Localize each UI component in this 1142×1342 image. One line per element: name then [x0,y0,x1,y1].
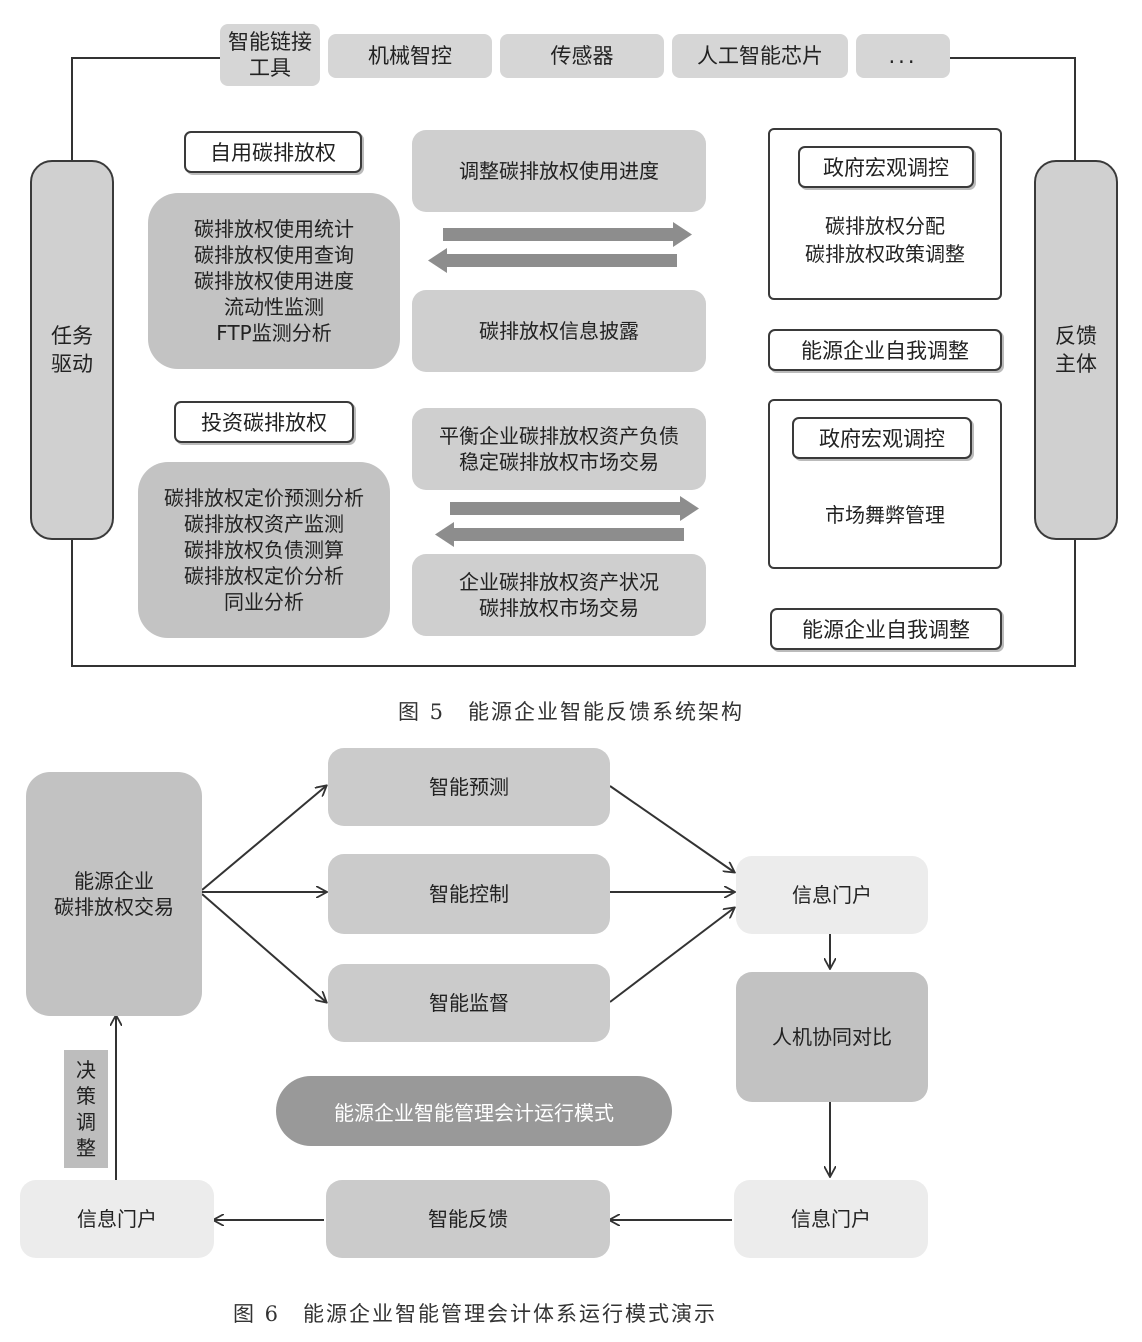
adjust-progress-box: 调整碳排放权使用进度 [412,130,706,212]
info-disclosure-box: 碳排放权信息披露 [412,290,706,372]
gov-macro-panel-2: 政府宏观调控 市场舞弊管理 [768,399,1002,569]
decision-adjust-label: 决 策 调 整 [64,1050,108,1168]
fig5-connectors [71,57,1076,667]
task-driver-bar: 任务 驱动 [30,160,114,540]
balance-box: 平衡企业碳排放权资产负债 稳定碳排放权市场交易 [412,408,706,490]
invest-label: 投资碳排放权 [174,401,354,443]
fig6-caption: 图 6 能源企业智能管理会计体系运行模式演示 [232,1302,718,1326]
tool-ai-chip: 人工智能芯片 [672,34,848,78]
asset-status-box: 企业碳排放权资产状况 碳排放权市场交易 [412,554,706,636]
tool-sensor: 传感器 [500,34,664,78]
info-portal-top: 信息门户 [736,856,928,934]
operating-mode-ellipse: 能源企业智能管理会计运行模式 [276,1076,672,1146]
self-adjust-label-2: 能源企业自我调整 [770,608,1002,650]
carbon-trading-source: 能源企业 碳排放权交易 [26,772,202,1016]
tool-ellipsis: ... [856,34,950,78]
tool-smart-link: 智能链接 工具 [220,24,320,86]
self-use-label: 自用碳排放权 [184,131,362,173]
gov-text-2: 市场舞弊管理 [825,502,945,527]
gov-macro-label-1: 政府宏观调控 [798,146,974,188]
smart-predict-box: 智能预测 [328,748,610,826]
double-arrow-lower [435,496,699,547]
smart-supervise-box: 智能监督 [328,964,610,1042]
gov-text-1: 碳排放权分配 碳排放权政策调整 [805,214,965,266]
invest-items: 碳排放权定价预测分析 碳排放权资产监测 碳排放权负债测算 碳排放权定价分析 同业… [138,462,390,638]
double-arrow-upper [428,222,692,273]
human-machine-compare-box: 人机协同对比 [736,972,928,1102]
feedback-subject-bar: 反馈 主体 [1034,160,1118,540]
info-portal-bottom-left: 信息门户 [20,1180,214,1258]
self-use-items: 碳排放权使用统计 碳排放权使用查询 碳排放权使用进度 流动性监测 FTP监测分析 [148,193,400,369]
info-portal-bottom-right: 信息门户 [734,1180,928,1258]
gov-macro-label-2: 政府宏观调控 [792,417,972,459]
fig5-caption: 图 5 能源企业智能反馈系统架构 [397,700,745,724]
fig6-arrows [0,740,1142,1300]
self-adjust-label-1: 能源企业自我调整 [768,329,1002,371]
gov-macro-panel-1: 政府宏观调控 碳排放权分配 碳排放权政策调整 [768,128,1002,300]
tool-mechanical-control: 机械智控 [328,34,492,78]
smart-control-box: 智能控制 [328,854,610,934]
smart-feedback-box: 智能反馈 [326,1180,610,1258]
